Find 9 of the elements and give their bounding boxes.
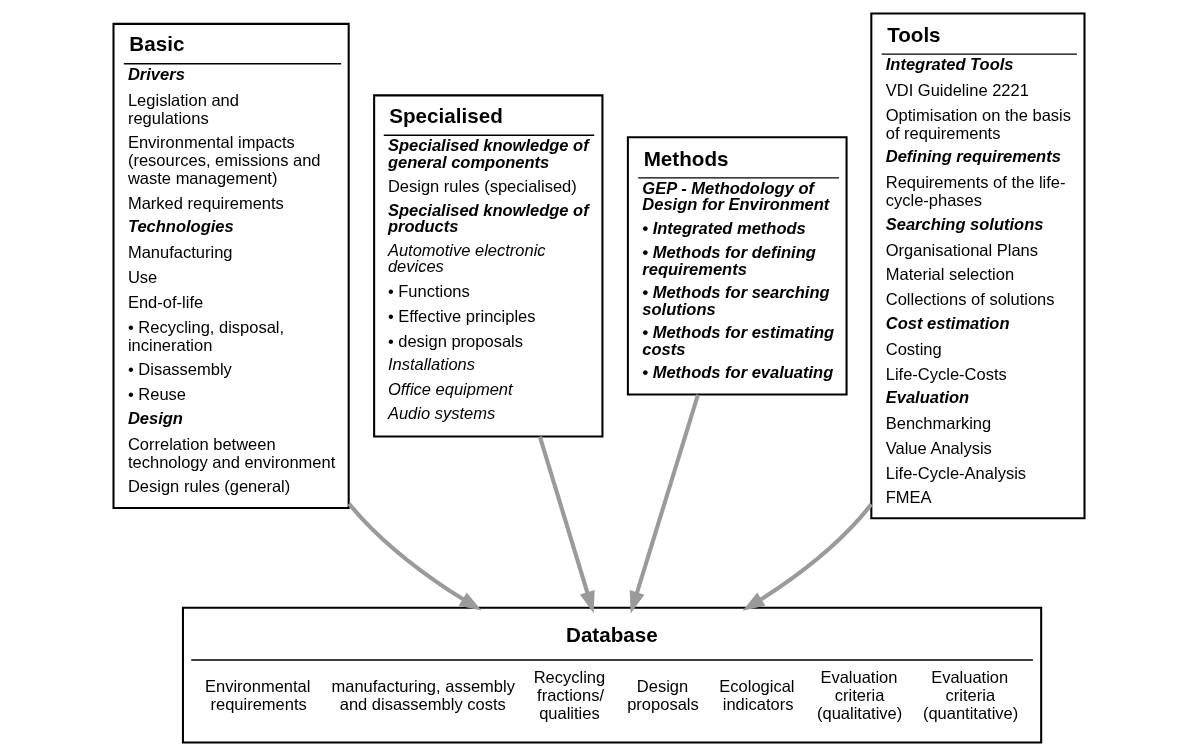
node-box: Basic Drivers Legislation and regulations Environmental impacts (resources, emissions and waste management) Marked requirements Technologies Manufacturing Use End-of-life • Recycling, disposal, incineration • Disassembly • Reuse Design Correlation between technology and environment Design rules (general) (111, 22, 350, 509)
arrow (629, 394, 700, 614)
arrow (742, 503, 873, 611)
node-box: Methods GEP - Methodology of Design for Environment • Integrated methods • Methods for defining requirements • Methods for searching solutions • Methods for estimating costs • Methods for evaluating (626, 136, 848, 396)
arrow (346, 502, 482, 611)
arrow (537, 436, 595, 614)
node-box: Database Environmental requirements manufacturing, assembly and disassembly costs Recycling fractions/ qualities Design proposals Ecological indicators Evaluation criteria (qualitative) Evaluation criteria (quantitative) (181, 606, 1042, 744)
node-box: Specialised Specialised knowledge of general components Design rules (specialised) Specialised knowledge of products Automotive electronic devices • Functions • Effective principles • design proposals Installations Office equipment Audio systems (372, 94, 603, 438)
node-box: Tools Integrated Tools VDI Guideline 2221 Optimisation on the basis of requirements Defining requirements Requirements of the life-cycle-phases Searching solutions Organisational Plans Material selection Collections of solutions Cost estimation Costing Life-Cycle-Costs Evaluation Benchmarking Value Analysis Life-Cycle-Analysis FMEA (869, 12, 1086, 520)
